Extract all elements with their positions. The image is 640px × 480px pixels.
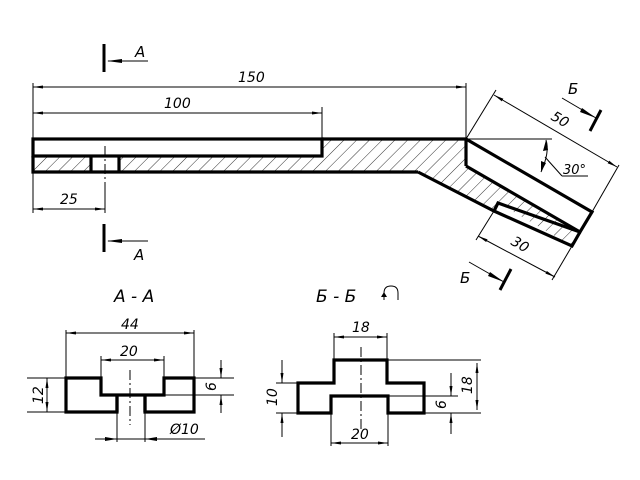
arm-slot [492, 201, 581, 234]
section-a-title: А - А [113, 287, 154, 307]
leader-line [544, 156, 563, 177]
dim-arm-slot-length: 30 [508, 234, 532, 257]
dim-section-a-slot-width: 20 [120, 344, 138, 360]
ext-line [465, 89, 497, 140]
section-a-label-bottom: A [133, 246, 144, 264]
arrow-icon [107, 59, 122, 63]
hole-outline [89, 156, 121, 172]
dim-section-b-groove-width: 20 [351, 427, 369, 443]
arrow-icon [580, 108, 596, 118]
main-view: A A Б Б 150 100 25 50 [31, 43, 620, 291]
section-a-hole [115, 395, 147, 412]
arrow-icon [105, 437, 117, 441]
section-b-label-top: Б [568, 80, 578, 98]
rotated-view-icon [381, 285, 399, 300]
dim-bend-angle: 30° [563, 163, 586, 178]
dim-section-b-flange-height: 10 [265, 388, 281, 406]
angled-arm-bottom [417, 170, 582, 249]
top-plate [31, 137, 324, 158]
dim-section-a-width: 44 [121, 317, 139, 333]
arrow-icon [541, 161, 546, 172]
ext-line [591, 164, 620, 213]
dim-section-b-top-width: 18 [352, 320, 370, 336]
dim-section-a-slot-depth: 6 [204, 382, 220, 391]
section-b-b: Б - Б 18 10 18 6 20 [265, 285, 481, 446]
section-a-a: А - А 44 20 12 6 Ø10 [27, 287, 234, 442]
dim-line-50 [493, 94, 618, 168]
ext-line [475, 210, 495, 241]
dim-section-a-hole-diameter: Ø10 [169, 422, 199, 438]
ext-line [551, 245, 573, 281]
dim-section-b-groove-depth: 6 [434, 400, 450, 409]
dim-top-plate-length: 100 [164, 96, 191, 112]
dim-section-b-total-height: 18 [460, 376, 476, 394]
dim-hole-position: 25 [60, 192, 78, 208]
arrow-icon [488, 272, 504, 282]
dim-overall-length: 150 [238, 70, 265, 86]
arrow-icon [145, 437, 157, 441]
section-b-cut-bottom [498, 268, 513, 291]
section-a-label-top: A [134, 43, 145, 61]
main-section-hatch [33, 139, 580, 246]
dim-line-30 [477, 235, 556, 278]
arrow-icon [107, 239, 122, 243]
angled-arm-top [465, 137, 595, 235]
section-b-label-bottom: Б [460, 269, 470, 287]
section-b-title: Б - Б [316, 287, 356, 307]
dim-arm-length: 50 [548, 109, 572, 132]
dim-section-a-height: 12 [31, 386, 47, 404]
arrow-icon [543, 140, 548, 151]
section-b-cut-top [588, 109, 603, 132]
